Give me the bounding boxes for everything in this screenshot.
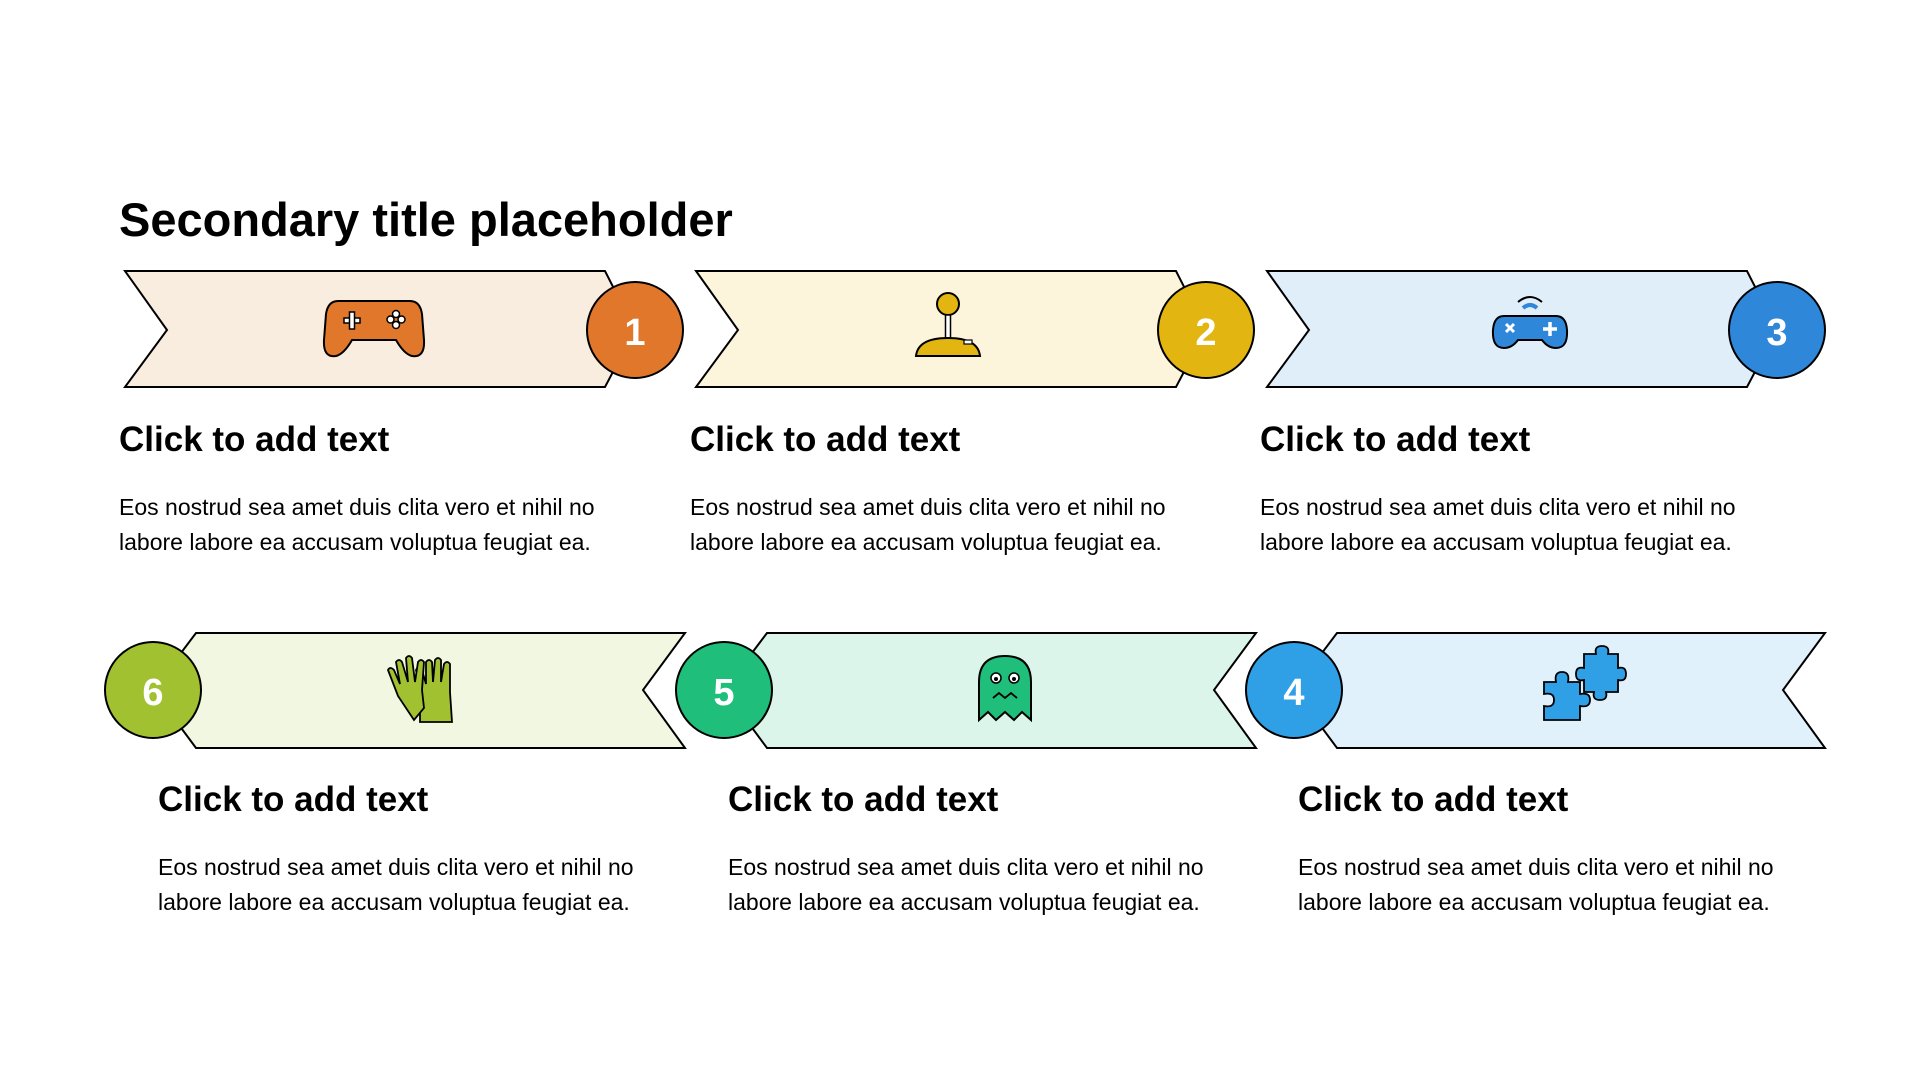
step-4-number: 4 <box>1283 672 1304 714</box>
step-2-body[interactable]: Eos nostrud sea amet duis clita vero et … <box>690 494 1166 555</box>
step-1-body[interactable]: Eos nostrud sea amet duis clita vero et … <box>119 494 595 555</box>
step-1-chevron: 1 <box>123 270 684 388</box>
step-1-badge <box>586 281 684 379</box>
step-6-number: 6 <box>142 672 163 714</box>
gamepad-icon <box>322 300 426 358</box>
step-6-body[interactable]: Eos nostrud sea amet duis clita vero et … <box>158 854 634 915</box>
step-5-badge <box>675 641 773 739</box>
step-5-number: 5 <box>713 672 734 714</box>
step-4-badge <box>1245 641 1343 739</box>
step-5-chevron: 5 <box>675 632 1258 749</box>
step-6-text: Click to add text Eos nostrud sea amet d… <box>158 778 678 920</box>
step-2-badge <box>1157 281 1255 379</box>
page-title: Secondary title placeholder <box>119 193 733 246</box>
step-5-body[interactable]: Eos nostrud sea amet duis clita vero et … <box>728 854 1204 915</box>
joystick-icon <box>914 292 982 357</box>
puzzle-icon <box>1543 645 1627 721</box>
step-2-text: Click to add text Eos nostrud sea amet d… <box>690 418 1210 560</box>
step-6-badge <box>104 641 202 739</box>
step-3-number: 3 <box>1766 312 1787 354</box>
ghost-icon <box>978 654 1032 723</box>
step-1-heading[interactable]: Click to add text <box>119 420 390 459</box>
step-2-heading[interactable]: Click to add text <box>690 420 961 459</box>
step-1-number: 1 <box>624 312 645 354</box>
step-3-chevron: 3 <box>1265 270 1826 388</box>
step-4-heading[interactable]: Click to add text <box>1298 780 1569 819</box>
step-3-body[interactable]: Eos nostrud sea amet duis clita vero et … <box>1260 494 1736 555</box>
step-3-heading[interactable]: Click to add text <box>1260 420 1531 459</box>
step-4-text: Click to add text Eos nostrud sea amet d… <box>1298 778 1818 920</box>
step-2-chevron: 2 <box>694 270 1255 388</box>
step-3-badge <box>1728 281 1826 379</box>
step-2-number: 2 <box>1195 312 1216 354</box>
step-4-body[interactable]: Eos nostrud sea amet duis clita vero et … <box>1298 854 1774 915</box>
step-6-chevron: 6 <box>104 632 687 749</box>
step-4-chevron: 4 <box>1245 632 1827 749</box>
step-1-text: Click to add text Eos nostrud sea amet d… <box>119 418 639 560</box>
step-5-heading[interactable]: Click to add text <box>728 780 999 819</box>
step-3-text: Click to add text Eos nostrud sea amet d… <box>1260 418 1780 560</box>
step-6-heading[interactable]: Click to add text <box>158 780 429 819</box>
wireless-controller-icon <box>1491 296 1569 350</box>
gloves-icon <box>387 655 453 723</box>
step-5-text: Click to add text Eos nostrud sea amet d… <box>728 778 1248 920</box>
